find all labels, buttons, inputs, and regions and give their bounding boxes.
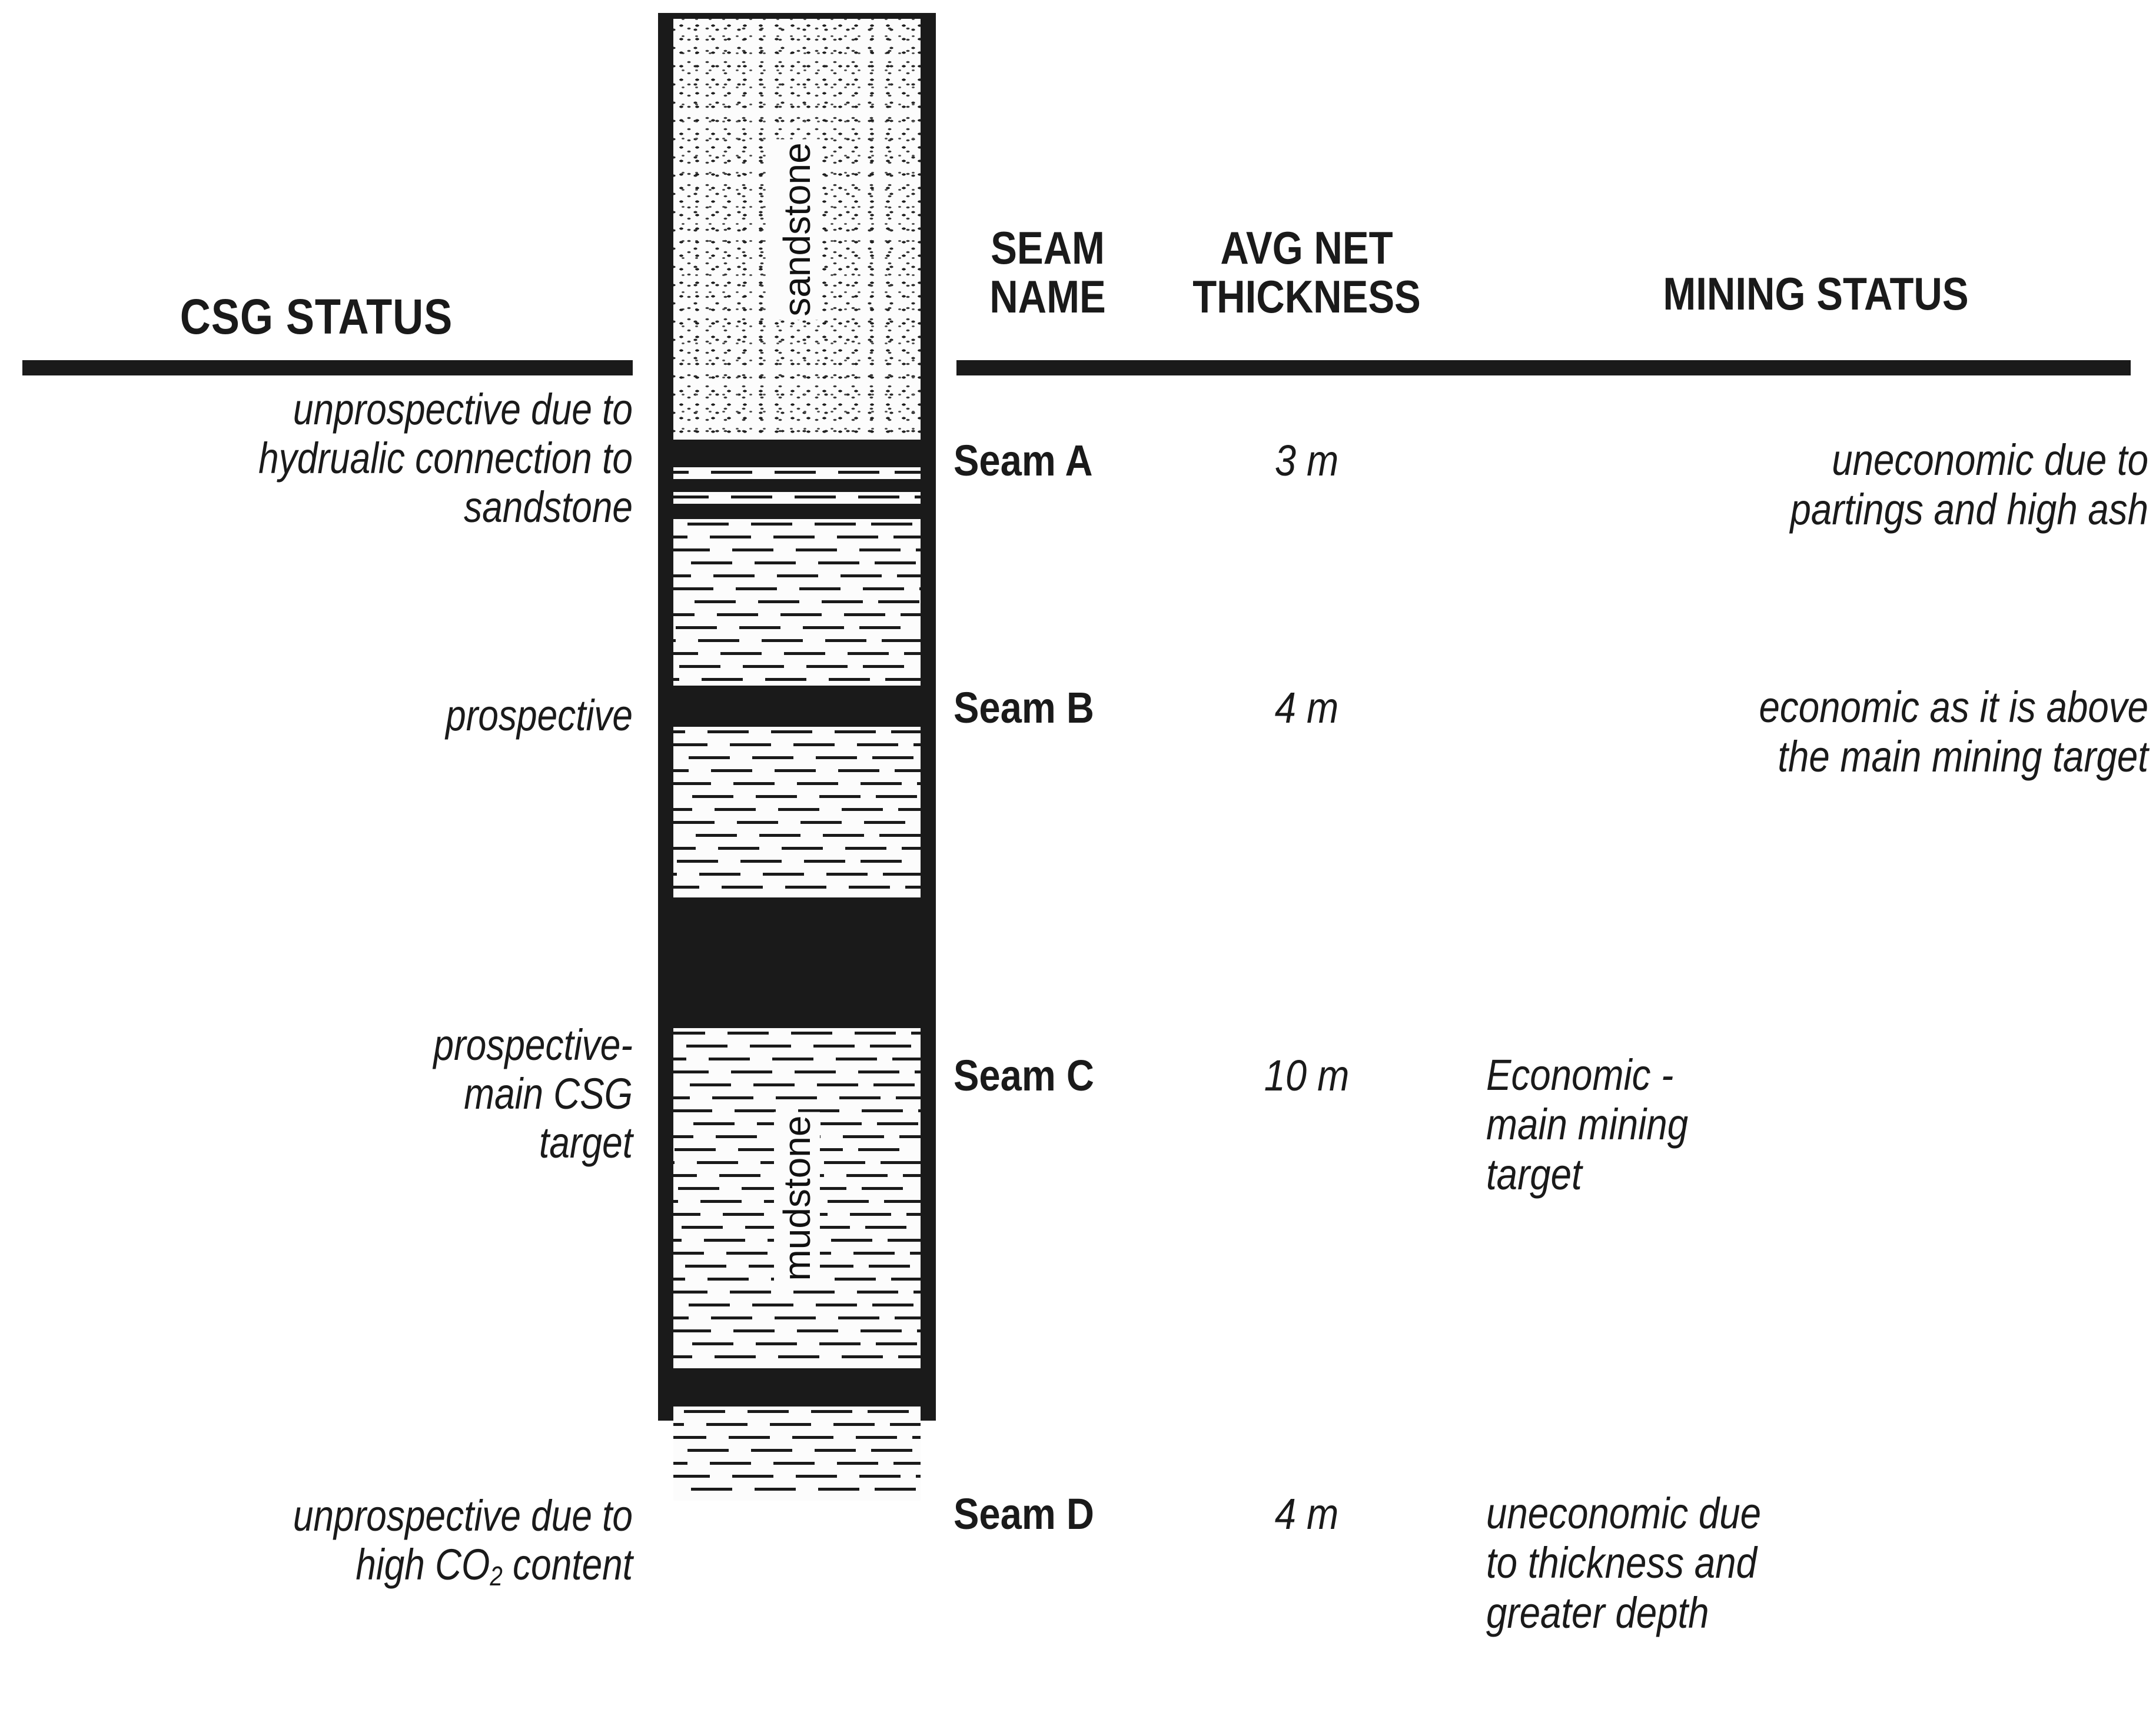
table-header-underline [956,360,2131,375]
mudstone-label: mudstone [774,1112,820,1285]
lithology-bed-coal [673,1368,921,1407]
csg-note-line: target [539,1118,633,1167]
column-header-mining-status: MINING STATUS [1530,270,2102,318]
csg-status-title: CSG STATUS [180,289,453,344]
avg-net-thickness-cell: 4 m [1274,683,1339,732]
csg-note-line: hydrualic connection to [258,433,633,483]
mining-status-line: economic as it is above [1759,683,2148,732]
lithology-bed-coal [673,479,921,492]
csg-status-note-3: unprospective due to high CO2 content [101,1491,633,1591]
mining-status-line: main mining [1486,1100,1689,1149]
csg-note-line: high CO2 content [356,1540,633,1591]
lithology-bed-mudstone [673,492,921,504]
mining-status-line: the main mining target [1778,732,2148,782]
mudstone-hatch [673,519,921,686]
mining-status-line: uneconomic due [1486,1489,1762,1538]
sandstone-label: sandstone [774,138,820,320]
lithology-bed-mudstone [673,467,921,479]
lithology-bed-mudstone [673,1407,921,1501]
mudstone-hatch [673,1407,921,1501]
lithology-bed-mudstone [673,727,921,897]
mudstone-hatch [673,727,921,897]
mining-status-line: Economic - [1486,1050,1674,1099]
lithology-bed-coal [673,504,921,519]
mining-status-line: target [1486,1149,1582,1199]
mudstone-hatch [673,492,921,504]
csg-status-note-1: prospective [101,691,633,740]
csg-note-line: prospective- [433,1020,633,1069]
column-header-avg-net-thickness: AVG NET THICKNESS [1170,224,1443,321]
lithology-bed-coal [673,440,921,467]
avg-net-thickness-cell: 3 m [1274,436,1339,485]
mining-status-line: to thickness and [1486,1538,1757,1588]
mudstone-hatch [673,467,921,479]
seam-name-cell: Seam B [954,683,1094,732]
csg-note-line: sandstone [464,482,633,531]
header-line: THICKNESS [1192,270,1421,322]
csg-status-note-2: prospective- main CSG target [101,1020,633,1168]
stratigraphic-column: sandstone mudstone [658,13,936,1501]
csg-status-underline [22,360,633,375]
avg-net-thickness-cell: 4 m [1274,1489,1339,1538]
mining-status-line: greater depth [1486,1588,1709,1637]
csg-status-column: CSG STATUS unprospective due to hydruali… [0,0,645,1709]
lithology-bed-coal [673,686,921,727]
csg-note-line: unprospective due to [293,1491,633,1540]
header-line: AVG NET [1220,222,1393,274]
mining-status-line: uneconomic due to [1832,435,2148,484]
lithology-bed-mudstone [673,519,921,686]
avg-net-thickness-cell: 10 m [1264,1051,1350,1100]
mining-status-line: partings and high ash [1790,485,2148,534]
column-header-seam-name: SEAM NAME [966,224,1128,321]
lithology-bed-sandstone: sandstone [673,19,921,440]
seam-name-cell: Seam D [954,1489,1094,1538]
seam-name-cell: Seam C [954,1051,1094,1100]
header-line: NAME [989,270,1106,322]
lithology-bed-mudstone: mudstone [673,1028,921,1368]
seam-table: SEAM NAME AVG NET THICKNESS MINING STATU… [954,0,2156,1709]
seam-name-cell: Seam A [954,436,1093,485]
csg-note-line: unprospective due to [293,385,633,434]
csg-note-line: prospective [446,691,633,740]
lithology-bed-coal [673,897,921,1028]
header-line: SEAM [991,222,1105,274]
csg-status-note-0: unprospective due to hydrualic connectio… [101,385,633,532]
csg-note-line: main CSG [464,1069,633,1118]
header-line: MINING STATUS [1663,268,1969,320]
